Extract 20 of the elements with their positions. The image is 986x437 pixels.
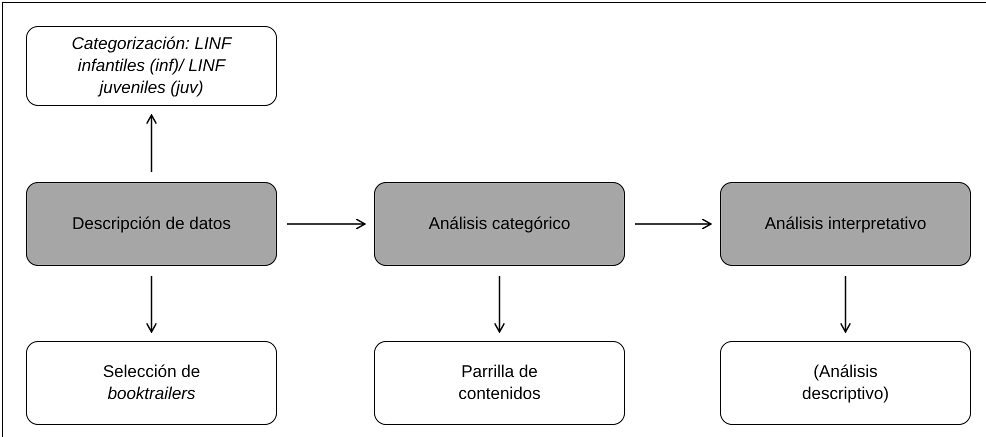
box-label: (Análisis descriptivo) [801,360,890,405]
output-box [26,341,277,425]
box-label: Categorización: LINF infantiles (inf)/ LINF juveniles (juv) [70,32,234,100]
arrow [146,114,158,172]
arrow [287,218,366,230]
box-label: Parrilla de contenidos [457,360,542,405]
box-label: Selección de booktrailers [102,360,202,405]
output-box [374,341,625,425]
process-box [720,182,971,266]
process-box [26,182,277,266]
box-label: Análisis interpretativo [764,212,926,235]
arrow [840,276,852,333]
output-box [720,341,971,425]
arrow [635,218,712,230]
box-label: Análisis categórico [428,212,570,235]
process-box [374,182,625,266]
arrow [494,276,506,333]
arrow [146,276,158,333]
note-box [26,26,277,106]
box-label: Descripción de datos [72,212,231,235]
